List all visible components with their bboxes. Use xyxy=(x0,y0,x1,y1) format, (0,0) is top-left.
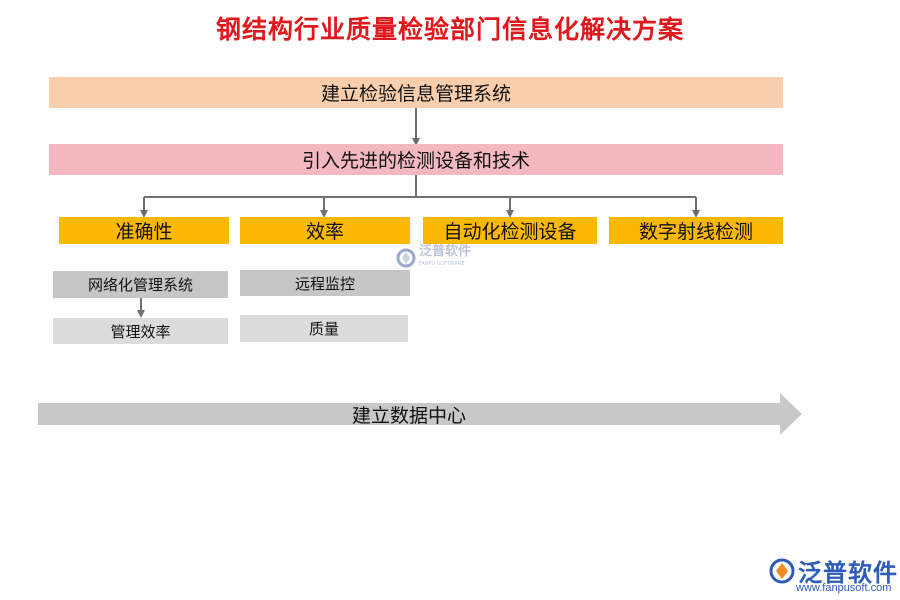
fanpu-logo: 泛普软件 xyxy=(768,553,898,588)
category-accuracy: 准确性 xyxy=(59,217,229,244)
center-watermark: 泛普软件 FANPU SOFTWARE xyxy=(396,244,472,270)
logo-url: www.fanpusoft.com xyxy=(796,582,892,594)
watermark-text: 泛普软件 xyxy=(419,244,472,259)
logo-name: 泛普软件 xyxy=(798,559,898,587)
second-box: 引入先进的检测设备和技术 xyxy=(49,144,783,175)
category-efficiency: 效率 xyxy=(240,217,410,244)
fanpu-logo-icon xyxy=(396,248,416,268)
efficiency-item: 质量 xyxy=(240,315,408,342)
bottom-arrow-label: 建立数据中心 xyxy=(351,404,466,427)
efficiency-item: 远程监控 xyxy=(240,270,410,296)
page-title: 钢结构行业质量检验部门信息化解决方案 xyxy=(215,15,684,44)
top-box: 建立检验信息管理系统 xyxy=(49,77,783,108)
category-automation: 自动化检测设备 xyxy=(423,217,597,244)
fanpu-logo-mark-icon xyxy=(769,558,795,583)
bottom-arrow-shape xyxy=(38,393,802,435)
accuracy-item: 管理效率 xyxy=(53,318,228,344)
category-radiography: 数字射线检测 xyxy=(609,217,783,244)
accuracy-item: 网络化管理系统 xyxy=(53,271,228,298)
watermark-sub: FANPU SOFTWARE xyxy=(419,261,465,267)
